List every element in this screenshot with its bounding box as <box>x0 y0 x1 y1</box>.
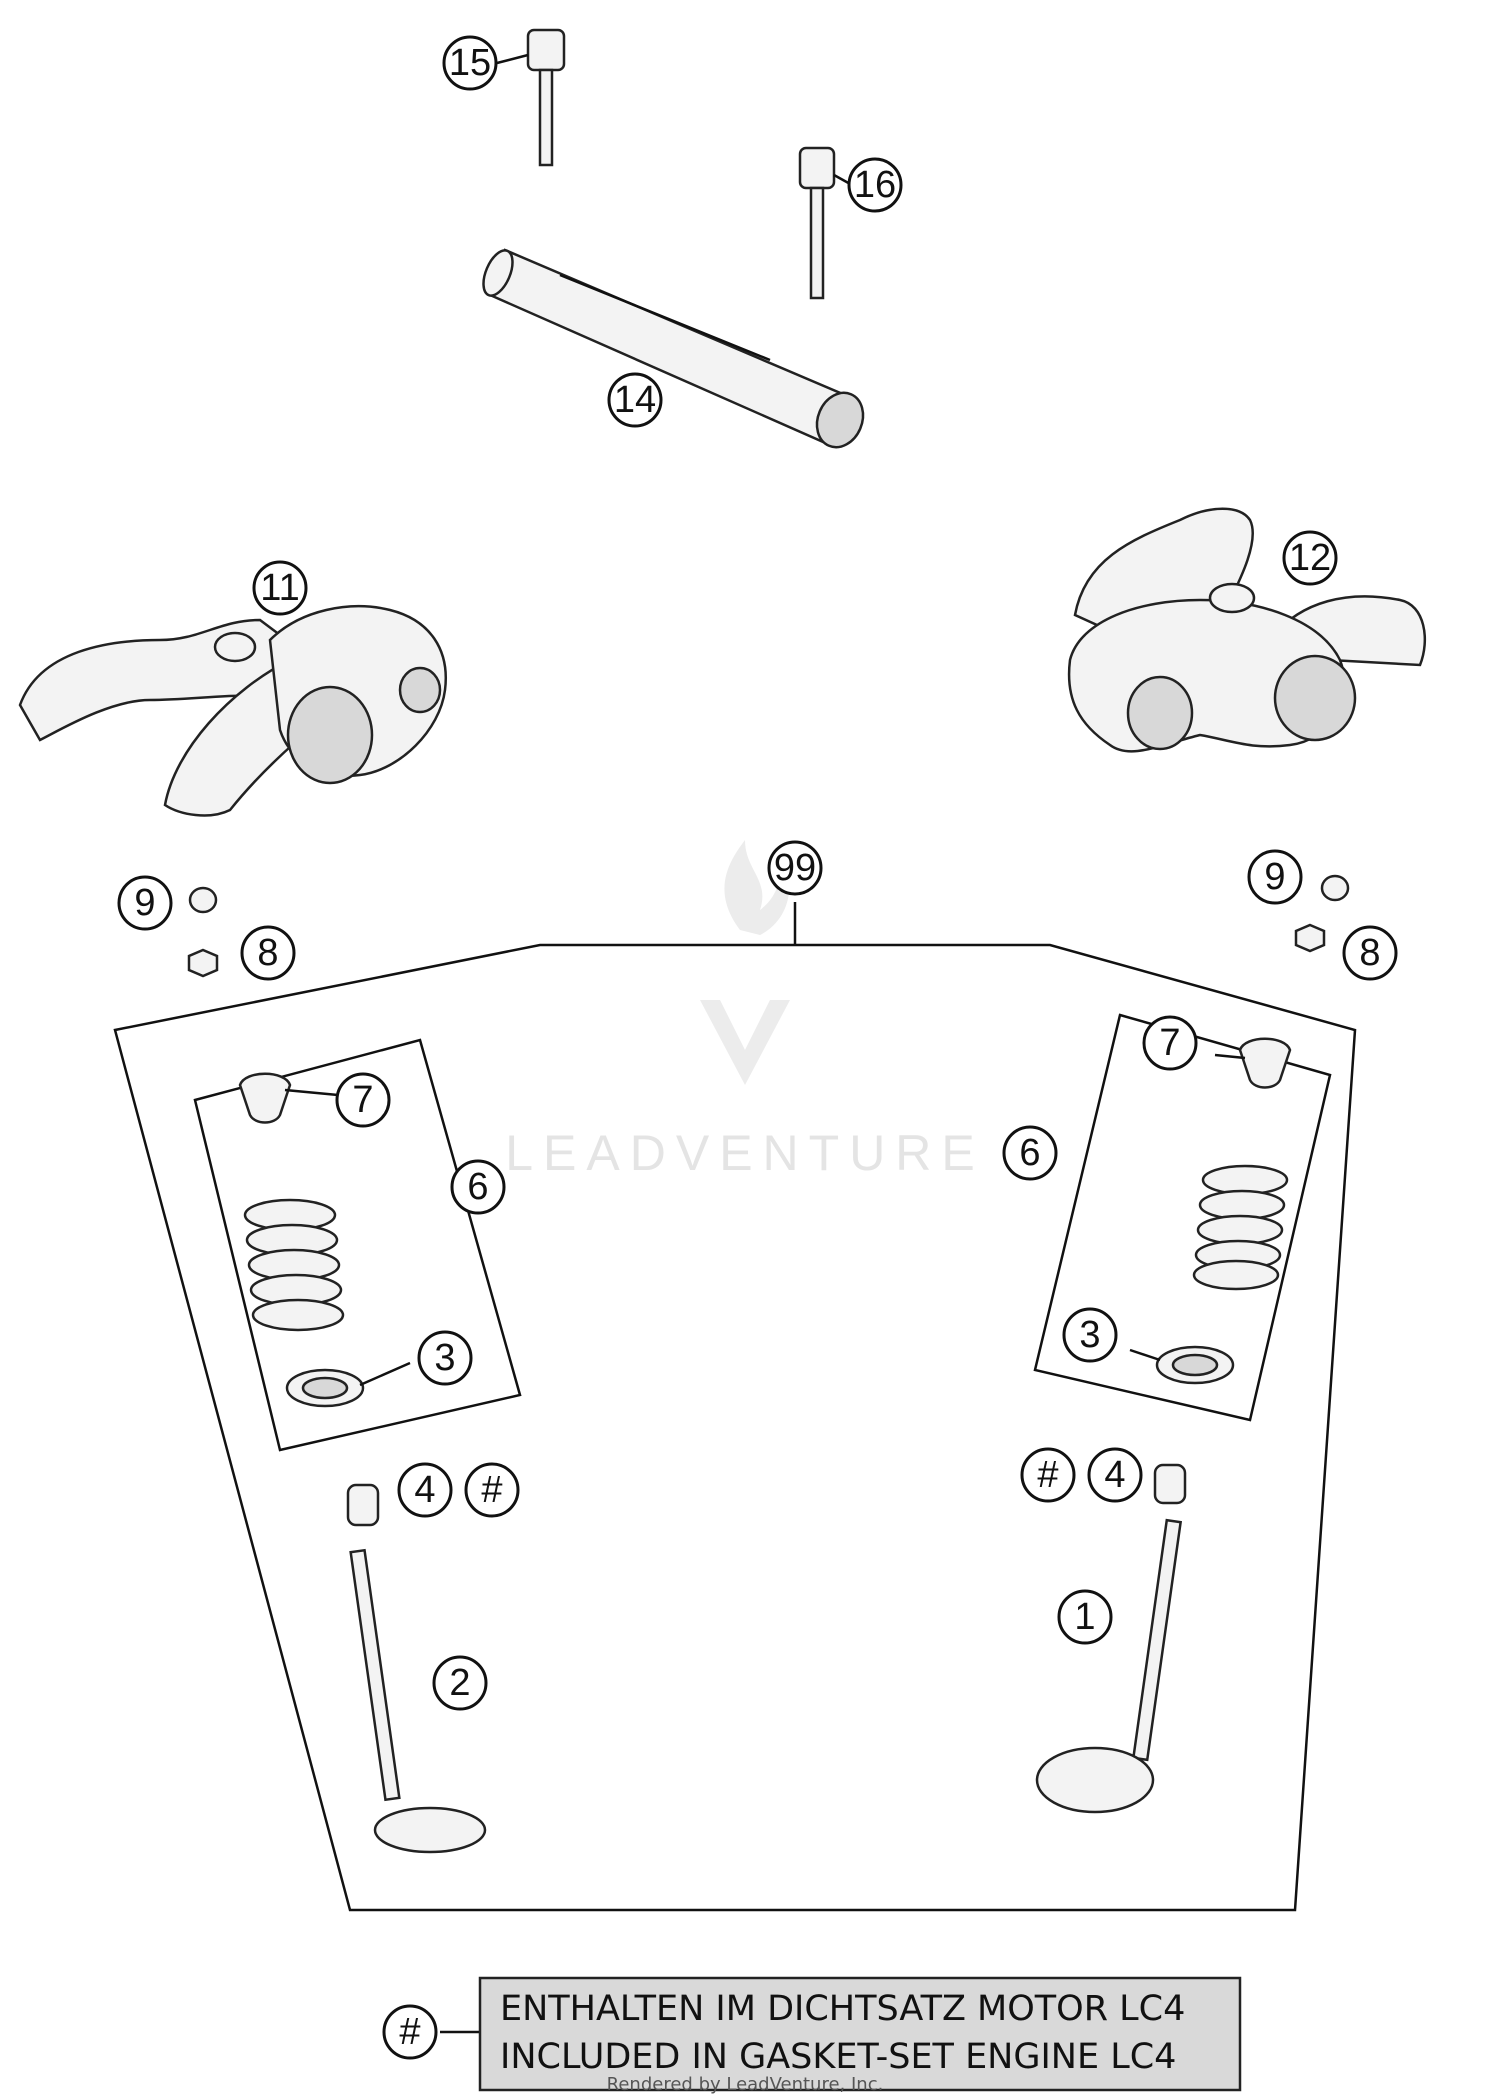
watermark-text: LEADVENTURE <box>505 1125 985 1181</box>
callout-3-left: 3 <box>417 1330 473 1386</box>
intake-valve-1 <box>1035 1518 1183 1814</box>
svg-text:8: 8 <box>1359 932 1380 974</box>
svg-text:12: 12 <box>1289 537 1331 579</box>
callout-4-left: 4 <box>397 1462 453 1518</box>
callout-hash-left: # <box>464 1462 520 1518</box>
svg-text:14: 14 <box>614 379 656 421</box>
svg-text:7: 7 <box>352 1079 373 1121</box>
rocker-arm-12 <box>1067 507 1427 753</box>
svg-text:8: 8 <box>257 932 278 974</box>
svg-text:1: 1 <box>1074 1596 1095 1638</box>
callout-1: 1 <box>1057 1589 1113 1645</box>
credit-text: Rendered by LeadVenture, Inc. <box>607 2074 884 2095</box>
callout-15: 15 <box>442 35 498 91</box>
spring-retainer-7-right <box>1214 1037 1292 1089</box>
callout-hash-right: # <box>1020 1447 1076 1503</box>
callout-14: 14 <box>607 372 663 428</box>
svg-text:99: 99 <box>774 847 816 889</box>
gasket-set-note: ENTHALTEN IM DICHTSATZ MOTOR LC4 INCLUDE… <box>440 1976 1242 2092</box>
watermark: LEADVENTURE <box>505 840 985 1181</box>
bolt-16 <box>798 146 853 300</box>
svg-text:3: 3 <box>1079 1314 1100 1356</box>
svg-text:#: # <box>481 1469 502 1511</box>
adjusting-screw-9-right <box>1320 874 1350 902</box>
washer-3-left <box>285 1361 411 1408</box>
adjusting-screw-9-left <box>188 886 218 914</box>
svg-text:#: # <box>399 2011 420 2053</box>
callout-6-left: 6 <box>450 1159 506 1215</box>
note-box <box>478 1976 1242 2092</box>
svg-text:7: 7 <box>1159 1022 1180 1064</box>
svg-text:3: 3 <box>434 1337 455 1379</box>
kit-99-outline <box>113 943 1357 1912</box>
exhaust-valve-2 <box>349 1548 487 1854</box>
callout-4-right: 4 <box>1087 1447 1143 1503</box>
rocker-arm-11 <box>18 605 447 817</box>
note-line-1: ENTHALTEN IM DICHTSATZ MOTOR LC4 <box>500 1989 1185 2029</box>
svg-text:4: 4 <box>414 1469 435 1511</box>
spring-retainer-7-left <box>238 1072 339 1124</box>
svg-text:9: 9 <box>134 882 155 924</box>
callout-6-right: 6 <box>1002 1125 1058 1181</box>
svg-text:#: # <box>1037 1454 1058 1496</box>
callout-9-right: 9 <box>1247 849 1303 905</box>
bolt-15 <box>496 28 566 167</box>
nut-8-right <box>1294 923 1326 953</box>
svg-text:16: 16 <box>854 164 896 206</box>
callout-8-left: 8 <box>240 925 296 981</box>
valve-stem-seal-4-left <box>346 1483 380 1527</box>
callout-8-right: 8 <box>1342 925 1398 981</box>
callout-9-left: 9 <box>117 875 173 931</box>
callout-2: 2 <box>432 1655 488 1711</box>
svg-text:6: 6 <box>1019 1132 1040 1174</box>
callout-12: 12 <box>1282 530 1338 586</box>
note-line-2: INCLUDED IN GASKET-SET ENGINE LC4 <box>500 2037 1176 2077</box>
kit-6-left-outline <box>193 1038 522 1452</box>
svg-text:9: 9 <box>1264 856 1285 898</box>
callout-11: 11 <box>252 560 308 616</box>
valve-spring-right <box>1192 1164 1289 1291</box>
rocker-shaft-14 <box>482 248 865 449</box>
svg-text:6: 6 <box>467 1166 488 1208</box>
washer-3-right <box>1129 1345 1235 1385</box>
svg-text:11: 11 <box>260 567 299 609</box>
callout-99: 99 <box>767 840 823 896</box>
callout-3-right: 3 <box>1062 1307 1118 1363</box>
svg-text:2: 2 <box>449 1662 470 1704</box>
svg-text:15: 15 <box>449 42 491 84</box>
nut-8-left <box>187 948 219 978</box>
callout-hash-note: # <box>382 2004 438 2060</box>
callout-16: 16 <box>847 157 903 213</box>
valve-stem-seal-4-right <box>1153 1463 1187 1505</box>
flame-logo-icon <box>724 840 790 935</box>
valve-spring-left <box>243 1198 345 1332</box>
svg-text:4: 4 <box>1104 1454 1125 1496</box>
callout-7-right: 7 <box>1142 1015 1198 1071</box>
watermark-v-logo-icon <box>700 1000 790 1085</box>
callout-7-left: 7 <box>335 1072 391 1128</box>
